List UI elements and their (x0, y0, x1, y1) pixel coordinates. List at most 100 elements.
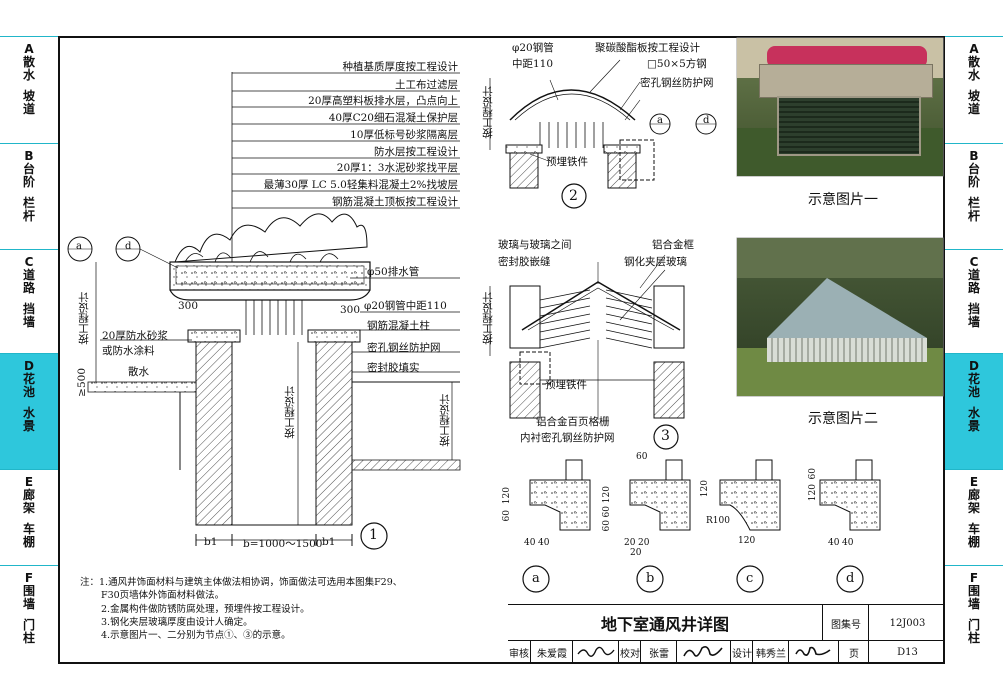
layer-label: 种植基质厚度按工程设计 (342, 61, 459, 73)
caption-photo-1: 示意图片一 (808, 192, 878, 208)
checker-signature (676, 641, 731, 663)
d3-design-label: 按工程设计 (482, 292, 494, 345)
tab-bottom-label: 栏杆 (967, 196, 980, 223)
design-label: 设计 (730, 641, 753, 663)
profile-label-d: d (846, 571, 855, 586)
detail-2 (489, 59, 717, 209)
tab-bottom-label: 门柱 (967, 618, 980, 645)
drawing-frame (58, 36, 945, 664)
steel-pipe-label: φ20钢管中距110 (364, 300, 447, 312)
d3-embed-label: 预埋铁件 (545, 379, 587, 391)
detail-number-1: 1 (369, 527, 378, 543)
tab-bottom-label: 车棚 (22, 522, 35, 549)
tab-top-label: 道路 (967, 268, 980, 295)
check-label: 校对 (618, 641, 641, 663)
d2-mesh-label: 密孔钢丝防护网 (640, 77, 714, 89)
tab-top-text: B (969, 149, 979, 163)
page-label: 页 (838, 641, 869, 663)
prof-b-dim-60c: 60 (602, 506, 612, 518)
note-1b: F30页墙体外饰面材料做法。 (101, 590, 225, 601)
prof-b-dim-20a: 20 (624, 538, 636, 548)
prof-c-dim-120v: 120 (700, 480, 710, 498)
reviewer-signature (572, 641, 619, 663)
tab-top-label: 台阶 (22, 162, 35, 189)
note-1a: 注：1.通风井饰面材料与建筑主体做法相协调，饰面做法可选用本图集F29、 (80, 577, 403, 588)
layer-label: 防水层按工程设计 (374, 146, 458, 158)
profile-b (629, 479, 691, 531)
d3-mesh-label: 内衬密孔钢丝防护网 (520, 432, 615, 444)
tab-bottom-label: 车棚 (967, 522, 980, 549)
prof-a-dim-60: 60 (502, 510, 512, 522)
tab-bottom-label: 水景 (967, 406, 980, 433)
prof-d-dim-120: 120 (808, 484, 818, 502)
prof-d-dim-60: 60 (808, 468, 818, 480)
tab-top-text: B (24, 149, 34, 163)
tab-top-label: 道路 (22, 268, 35, 295)
tab-top-text: C (969, 255, 979, 269)
profile-a (529, 479, 591, 531)
tab-top-label: 散水 (967, 55, 980, 82)
ref-a-circle: a (76, 241, 82, 252)
prof-b-dim-60a: 60 (636, 452, 648, 462)
dim-300-right: 300 (340, 304, 361, 316)
d3-frame-label: 铝合金框 (652, 239, 694, 251)
prof-a-dim-40b: 40 (538, 538, 550, 548)
d2-spacing-label: 中距110 (512, 58, 554, 70)
tab-top-text: F (24, 571, 34, 585)
tab-top-text: D (24, 359, 34, 373)
prof-b-dim-60b: 60 (602, 520, 612, 532)
tab-top-text: F (969, 571, 979, 585)
tab-top-text: E (969, 475, 979, 489)
prof-c-dim-r100: R100 (706, 516, 730, 526)
design-height-column: 按工程设计 (284, 386, 296, 439)
profile-c (719, 479, 781, 531)
prof-a-dim-120: 120 (502, 487, 512, 505)
tab-bottom-label: 坡道 (967, 89, 980, 116)
layer-label: 土工布过滤层 (395, 79, 458, 91)
profile-details (522, 459, 881, 593)
d2-pipe-label: φ20钢管 (512, 42, 554, 54)
tab-top-text: D (969, 359, 979, 373)
d3-seal-label-2: 密封胶嵌缝 (498, 256, 551, 268)
layer-label: 10厚低标号砂浆隔离层 (350, 129, 458, 141)
tab-top-label: 花池 (22, 372, 35, 399)
tab-top-label: 台阶 (967, 162, 980, 189)
note-4: 4.示意图片一、二分别为节点①、③的示意。 (101, 630, 291, 641)
d2-steel-label: □50×5方钢 (647, 58, 707, 70)
width-dim-label: b=1000～1500 (243, 538, 323, 550)
prof-d-dim-40b: 40 (842, 538, 854, 548)
detail-1 (67, 72, 461, 550)
sealant-label: 密封胶填实 (367, 362, 420, 374)
detail-number-2: 2 (569, 188, 578, 204)
mortar-label: 20厚防水砂浆 (102, 330, 168, 342)
profile-label-c: c (746, 571, 754, 586)
prof-c-dim-120h: 120 (738, 536, 756, 546)
tab-bottom-label: 挡墙 (22, 302, 35, 329)
layer-label: 20厚1：3水泥砂浆找平层 (336, 162, 458, 174)
height-dim-label: ≥500 (76, 368, 88, 397)
dim-300-left: 300 (178, 300, 199, 312)
note-3: 3.钢化夹层玻璃厚度由设计人确定。 (101, 617, 253, 628)
tab-top-label: 廊架 (967, 488, 980, 515)
prof-b-dim-20c: 20 (630, 548, 642, 558)
tab-bottom-label: 栏杆 (22, 196, 35, 223)
prof-b-dim-20b: 20 (638, 538, 650, 548)
tab-top-label: 围墙 (967, 584, 980, 611)
d2-board-label: 聚碳酸酯板按工程设计 (595, 42, 700, 54)
tab-top-label: 廊架 (22, 488, 35, 515)
b1-right-label: b1 (322, 536, 336, 548)
atlas-number: 12J003 (868, 605, 946, 641)
